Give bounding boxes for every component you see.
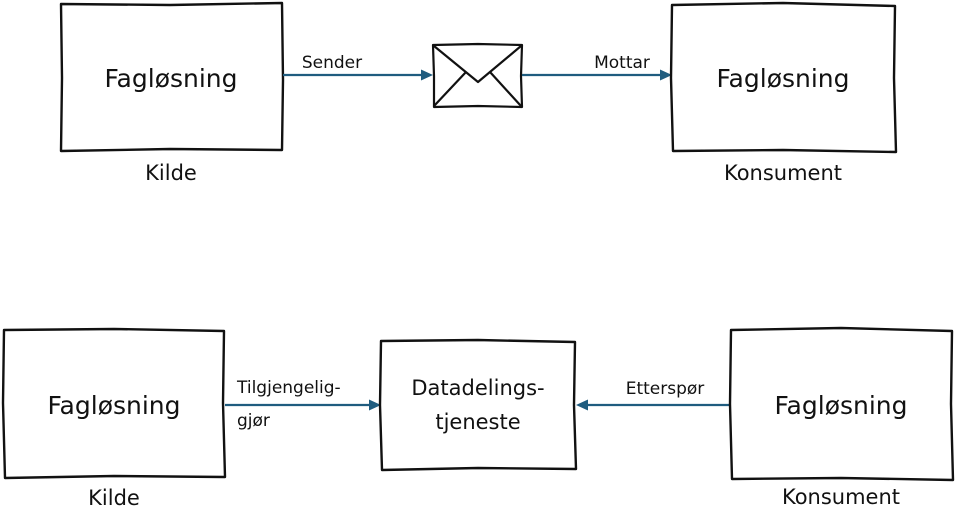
envelope-icon <box>431 42 524 109</box>
data-sharing-service-box-outline <box>378 338 578 472</box>
top-consumer-box-label: Fagløsning <box>716 64 849 93</box>
top-receive-label: Mottar <box>594 53 650 73</box>
top-flow: Fagløsning Kilde Sender Mottar Fagløsnin… <box>59 1 898 185</box>
data-sharing-service-node: Datadelings- tjeneste <box>378 338 578 472</box>
top-send-arrow-head <box>421 69 433 81</box>
top-send-arrow: Sender <box>283 53 433 81</box>
top-consumer-node: Fagløsning Konsument <box>669 1 898 185</box>
top-consumer-box-outline <box>669 1 898 154</box>
top-source-role-label: Kilde <box>145 161 197 185</box>
bottom-request-label: Etterspør <box>626 379 705 399</box>
bottom-source-box-outline <box>1 327 227 480</box>
bottom-consumer-box-outline <box>728 326 955 482</box>
bottom-provide-arrow: Tilgjengelig- gjør <box>225 378 381 431</box>
data-sharing-service-label-line1: Datadelings- <box>411 376 544 400</box>
top-consumer-role-label: Konsument <box>724 161 842 185</box>
data-sharing-service-label-line2: tjeneste <box>435 410 520 434</box>
top-send-label: Sender <box>302 53 362 73</box>
top-source-box-outline <box>59 1 285 153</box>
bottom-source-box-label: Fagløsning <box>47 391 180 420</box>
bottom-request-arrow-head <box>576 399 588 411</box>
bottom-consumer-role-label: Konsument <box>782 485 900 509</box>
bottom-provide-arrow-head <box>369 399 381 411</box>
bottom-source-node: Fagløsning Kilde <box>1 327 227 510</box>
envelope-flap <box>433 45 522 84</box>
bottom-consumer-box-label: Fagløsning <box>774 391 907 420</box>
bottom-source-role-label: Kilde <box>88 486 140 510</box>
bottom-provide-label-line2: gjør <box>237 411 270 431</box>
bottom-flow: Fagløsning Kilde Tilgjengelig- gjør Data… <box>1 326 955 510</box>
bottom-provide-label-line1: Tilgjengelig- <box>236 378 341 398</box>
bottom-request-arrow: Etterspør <box>576 379 731 411</box>
envelope-bottom-fold <box>433 71 522 107</box>
bottom-consumer-node: Fagløsning Konsument <box>728 326 955 509</box>
envelope-body <box>431 42 524 109</box>
top-source-box-label: Fagløsning <box>104 64 237 93</box>
top-receive-arrow: Mottar <box>522 53 672 81</box>
top-receive-arrow-head <box>660 69 672 81</box>
top-source-node: Fagløsning Kilde <box>59 1 285 185</box>
